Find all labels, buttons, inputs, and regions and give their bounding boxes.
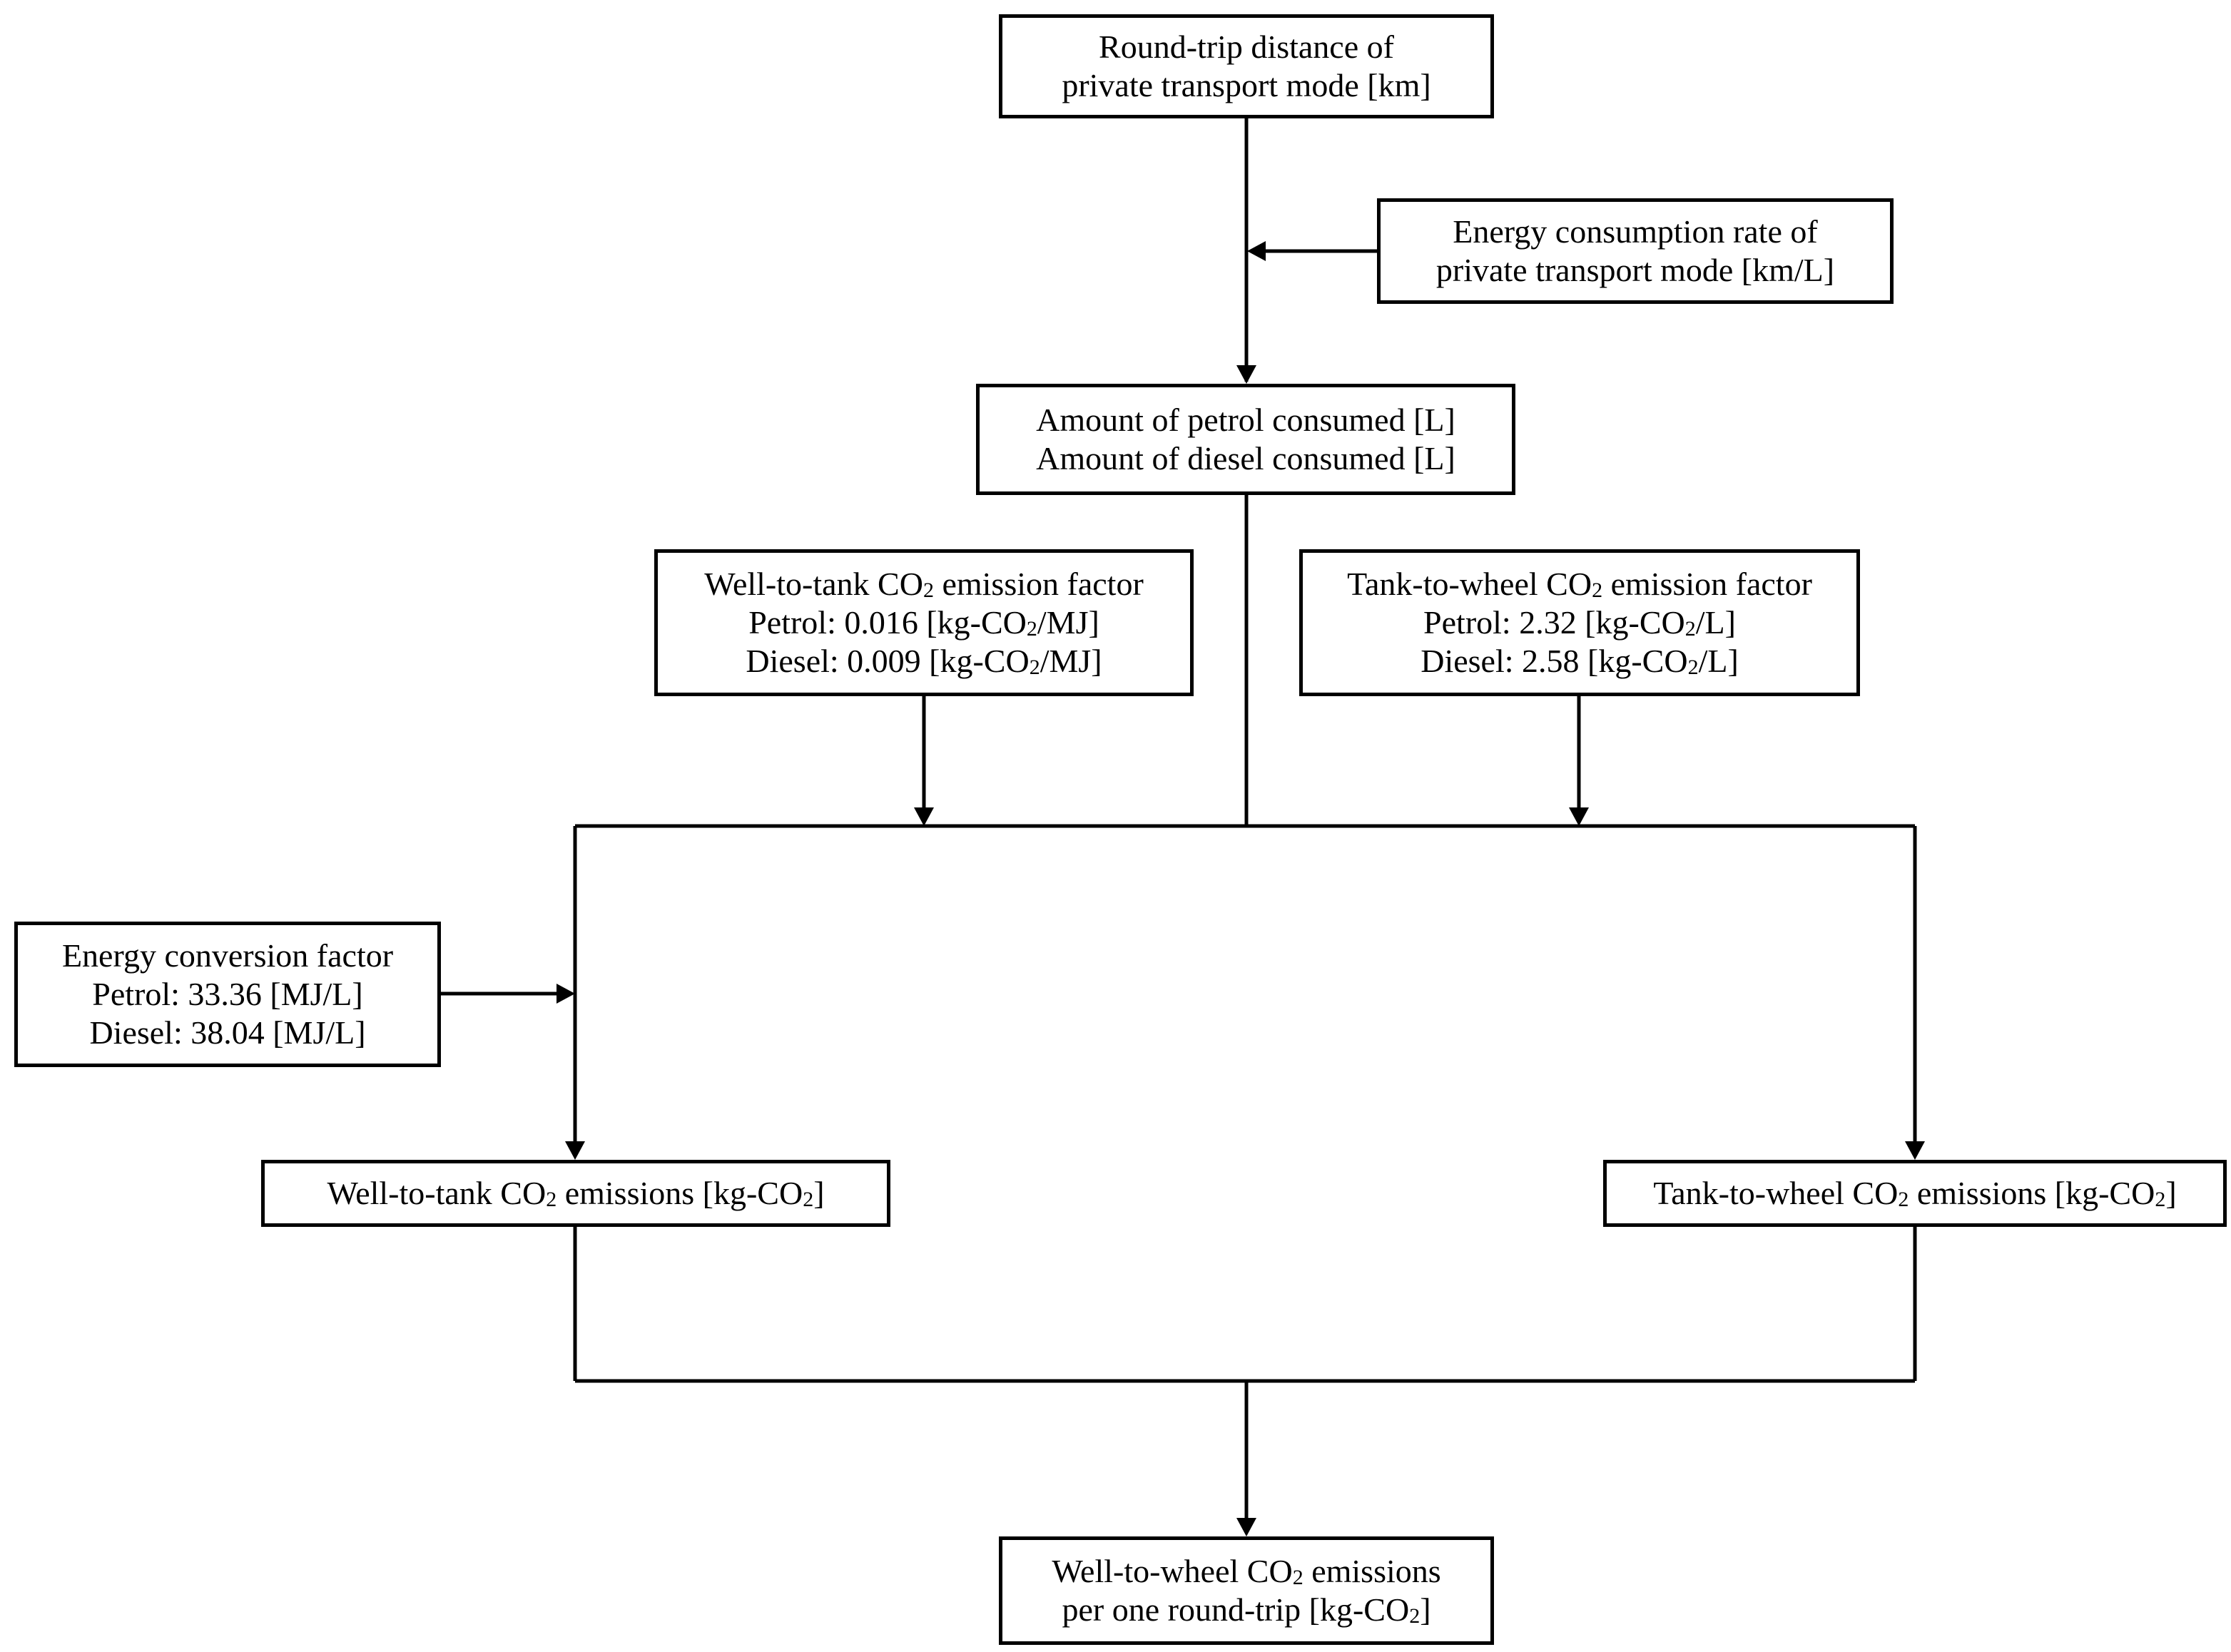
- arrowhead-energy-conversion: [557, 984, 575, 1004]
- ttw-factor-diesel: Diesel: 2.58 [kg-CO2/L]: [1421, 643, 1739, 679]
- fuel-consumed-box: Amount of petrol consumed [L] Amount of …: [976, 384, 1515, 495]
- energy-conversion-factor-box: Energy conversion factor Petrol: 33.36 […: [14, 922, 441, 1067]
- round-trip-distance-line1: Round-trip distance of: [1099, 29, 1394, 65]
- energy-consumption-rate-line1: Energy consumption rate of: [1453, 213, 1818, 250]
- wtw-emissions-line2: per one round-trip [kg-CO2]: [1062, 1591, 1431, 1628]
- energy-conversion-title: Energy conversion factor: [61, 937, 394, 974]
- round-trip-distance-box: Round-trip distance of private transport…: [999, 14, 1494, 118]
- ttw-emissions-box: Tank-to-wheel CO2 emissions [kg-CO2]: [1603, 1160, 2227, 1227]
- wtt-emissions-box: Well-to-tank CO2 emissions [kg-CO2]: [261, 1160, 890, 1227]
- energy-conversion-diesel: Diesel: 38.04 [MJ/L]: [89, 1014, 366, 1051]
- arrowhead-ttw-factor: [1569, 807, 1589, 826]
- arrowhead-wtt-emissions: [565, 1141, 585, 1160]
- wtt-factor-title: Well-to-tank CO2 emission factor: [704, 566, 1144, 602]
- ttw-factor-title: Tank-to-wheel CO2 emission factor: [1347, 566, 1812, 602]
- arrowhead-ttw-emissions: [1905, 1141, 1925, 1160]
- ttw-factor-petrol: Petrol: 2.32 [kg-CO2/L]: [1423, 604, 1736, 641]
- arrowhead-wtw: [1236, 1518, 1256, 1536]
- wtt-emission-factor-box: Well-to-tank CO2 emission factor Petrol:…: [654, 549, 1194, 696]
- energy-conversion-petrol: Petrol: 33.36 [MJ/L]: [92, 976, 363, 1012]
- wtt-emissions-label: Well-to-tank CO2 emissions [kg-CO2]: [327, 1175, 825, 1211]
- energy-consumption-rate-box: Energy consumption rate of private trans…: [1377, 198, 1894, 304]
- ttw-emissions-label: Tank-to-wheel CO2 emissions [kg-CO2]: [1653, 1175, 2177, 1211]
- arrowhead-wtt-factor: [914, 807, 934, 826]
- round-trip-distance-line2: private transport mode [km]: [1062, 67, 1431, 103]
- petrol-consumed-label: Amount of petrol consumed [L]: [1036, 402, 1455, 438]
- wtw-emissions-line1: Well-to-wheel CO2 emissions: [1052, 1553, 1441, 1589]
- arrowhead-fuel: [1236, 365, 1256, 384]
- diesel-consumed-label: Amount of diesel consumed [L]: [1036, 440, 1455, 476]
- energy-consumption-rate-line2: private transport mode [km/L]: [1435, 252, 1835, 288]
- wtt-factor-petrol: Petrol: 0.016 [kg-CO2/MJ]: [748, 604, 1099, 641]
- wtw-emissions-box: Well-to-wheel CO2 emissions per one roun…: [999, 1536, 1494, 1645]
- wtt-factor-diesel: Diesel: 0.009 [kg-CO2/MJ]: [746, 643, 1102, 679]
- ttw-emission-factor-box: Tank-to-wheel CO2 emission factor Petrol…: [1299, 549, 1860, 696]
- arrowhead-consumption-rate: [1247, 241, 1266, 261]
